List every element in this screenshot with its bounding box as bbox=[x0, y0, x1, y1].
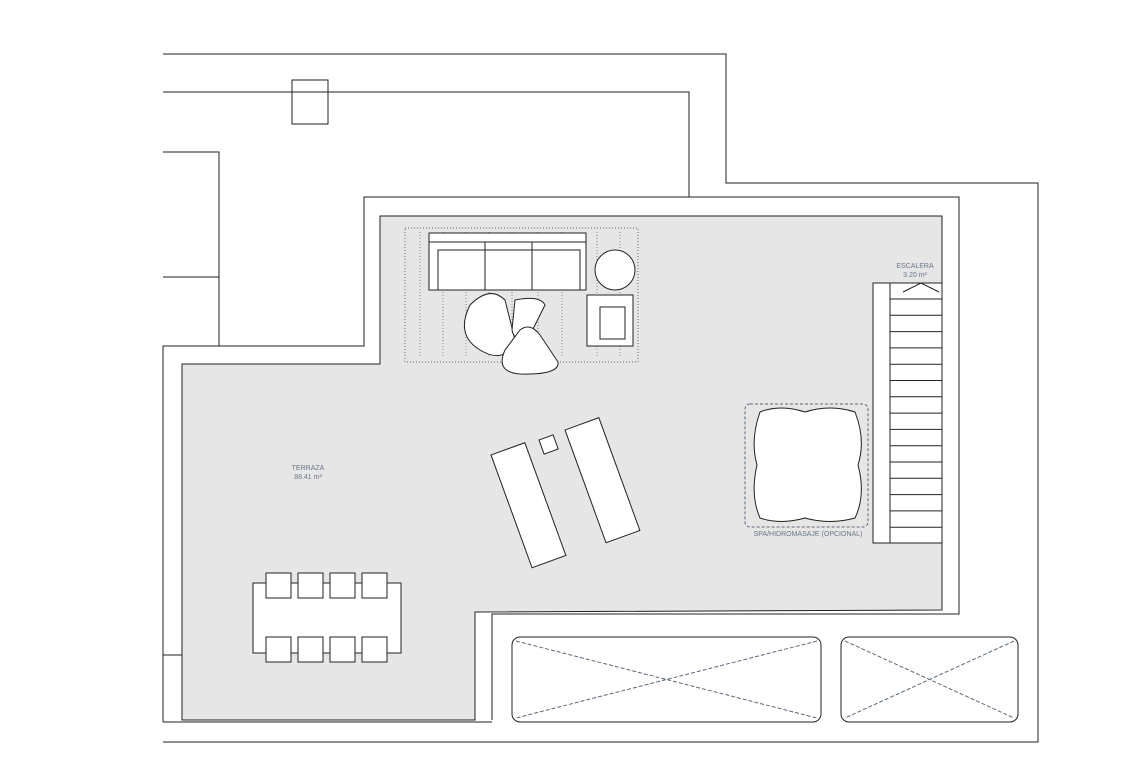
room-area-escalera: 3.20 m² bbox=[903, 272, 927, 279]
dining-chair bbox=[361, 572, 388, 599]
sun-lounger bbox=[564, 417, 641, 544]
room-name-escalera: ESCALERA bbox=[896, 263, 934, 270]
planters bbox=[511, 636, 1019, 723]
parapet-wall bbox=[162, 196, 960, 722]
dining-chair bbox=[361, 636, 388, 663]
spa bbox=[744, 403, 869, 528]
dining-chair bbox=[265, 636, 292, 663]
dining-chair bbox=[329, 572, 356, 599]
outer-boundary bbox=[163, 53, 1039, 743]
planter bbox=[511, 636, 822, 723]
armchair bbox=[586, 294, 634, 347]
dining-chair bbox=[297, 572, 324, 599]
sun-lounger bbox=[490, 442, 567, 569]
dining-chair bbox=[265, 572, 292, 599]
dining-chair bbox=[329, 636, 356, 663]
sun-loungers bbox=[490, 417, 641, 569]
spa-label: SPA/HIDROMASAJE (OPCIONAL) bbox=[754, 531, 863, 538]
dining-set bbox=[252, 572, 402, 663]
room-name-terraza: TERRAZA bbox=[292, 465, 325, 472]
room-area-terraza: 88.41 m² bbox=[294, 474, 322, 481]
lounge-chair bbox=[501, 326, 559, 375]
lounge-set bbox=[404, 227, 639, 375]
staircase bbox=[872, 282, 943, 544]
round-table bbox=[594, 249, 636, 291]
neighbor-wall bbox=[163, 151, 220, 346]
neighbor-wall bbox=[163, 91, 690, 197]
side-table bbox=[538, 434, 559, 455]
chimney bbox=[291, 79, 329, 125]
dining-chair bbox=[297, 636, 324, 663]
